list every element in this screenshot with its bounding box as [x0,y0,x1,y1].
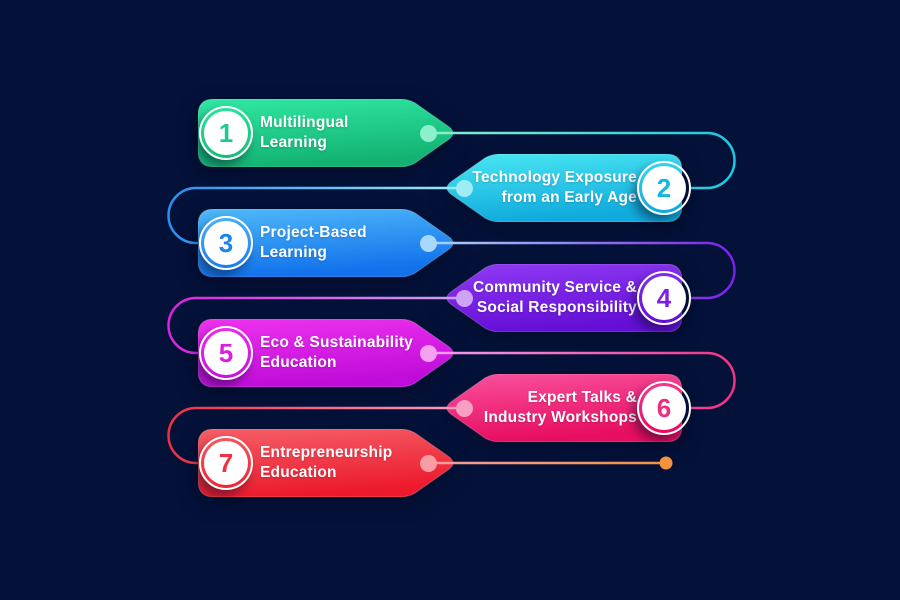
step-7-number-badge: 7 [199,436,253,490]
step-6-number-badge: 6 [637,381,691,435]
step-4-label: Community Service & Social Responsibilit… [472,279,637,316]
connector-path-4-5 [167,296,466,355]
connector-path-2-3 [167,186,466,245]
step-2-number: 2 [642,166,686,210]
step-5-number: 5 [204,331,248,375]
step-1-number: 1 [204,111,248,155]
step-5-number-badge: 5 [199,326,253,380]
connector-path-1-2 [426,131,736,190]
step-7-label: Entrepreneurship Education [260,444,393,481]
step-5-label: Eco & Sustainability Education [260,334,414,371]
step-2-connector-dot [455,179,473,197]
step-banner-7-shape [198,429,454,497]
step-4-number: 4 [642,276,686,320]
step-7-number: 7 [204,441,248,485]
connector-path-6-7 [167,406,466,465]
step-1-number-badge: 1 [199,106,253,160]
step-banner-5-shape [198,319,454,387]
step-5-connector-dot [419,344,437,362]
step-3-number: 3 [204,221,248,265]
step-1-label: Multilingual Learning [260,114,349,151]
connector-path-3-4 [426,241,736,300]
step-7-connector-dot [419,454,437,472]
step-banner-3-shape [198,209,454,277]
step-1-connector-dot [419,124,437,142]
step-4-connector-dot [455,289,473,307]
connector-end-dot [659,456,673,470]
step-6-connector-dot [455,399,473,417]
step-6-number: 6 [642,386,686,430]
step-2-label: Technology Exposure from an Early Age [472,169,637,206]
step-banner-1-shape [198,99,454,167]
step-3-connector-dot [419,234,437,252]
step-3-number-badge: 3 [199,216,253,270]
connector-path-5-6 [426,351,736,410]
step-2-number-badge: 2 [637,161,691,215]
step-6-label: Expert Talks & Industry Workshops [483,389,637,426]
step-3-label: Project-Based Learning [260,224,367,261]
step-4-number-badge: 4 [637,271,691,325]
